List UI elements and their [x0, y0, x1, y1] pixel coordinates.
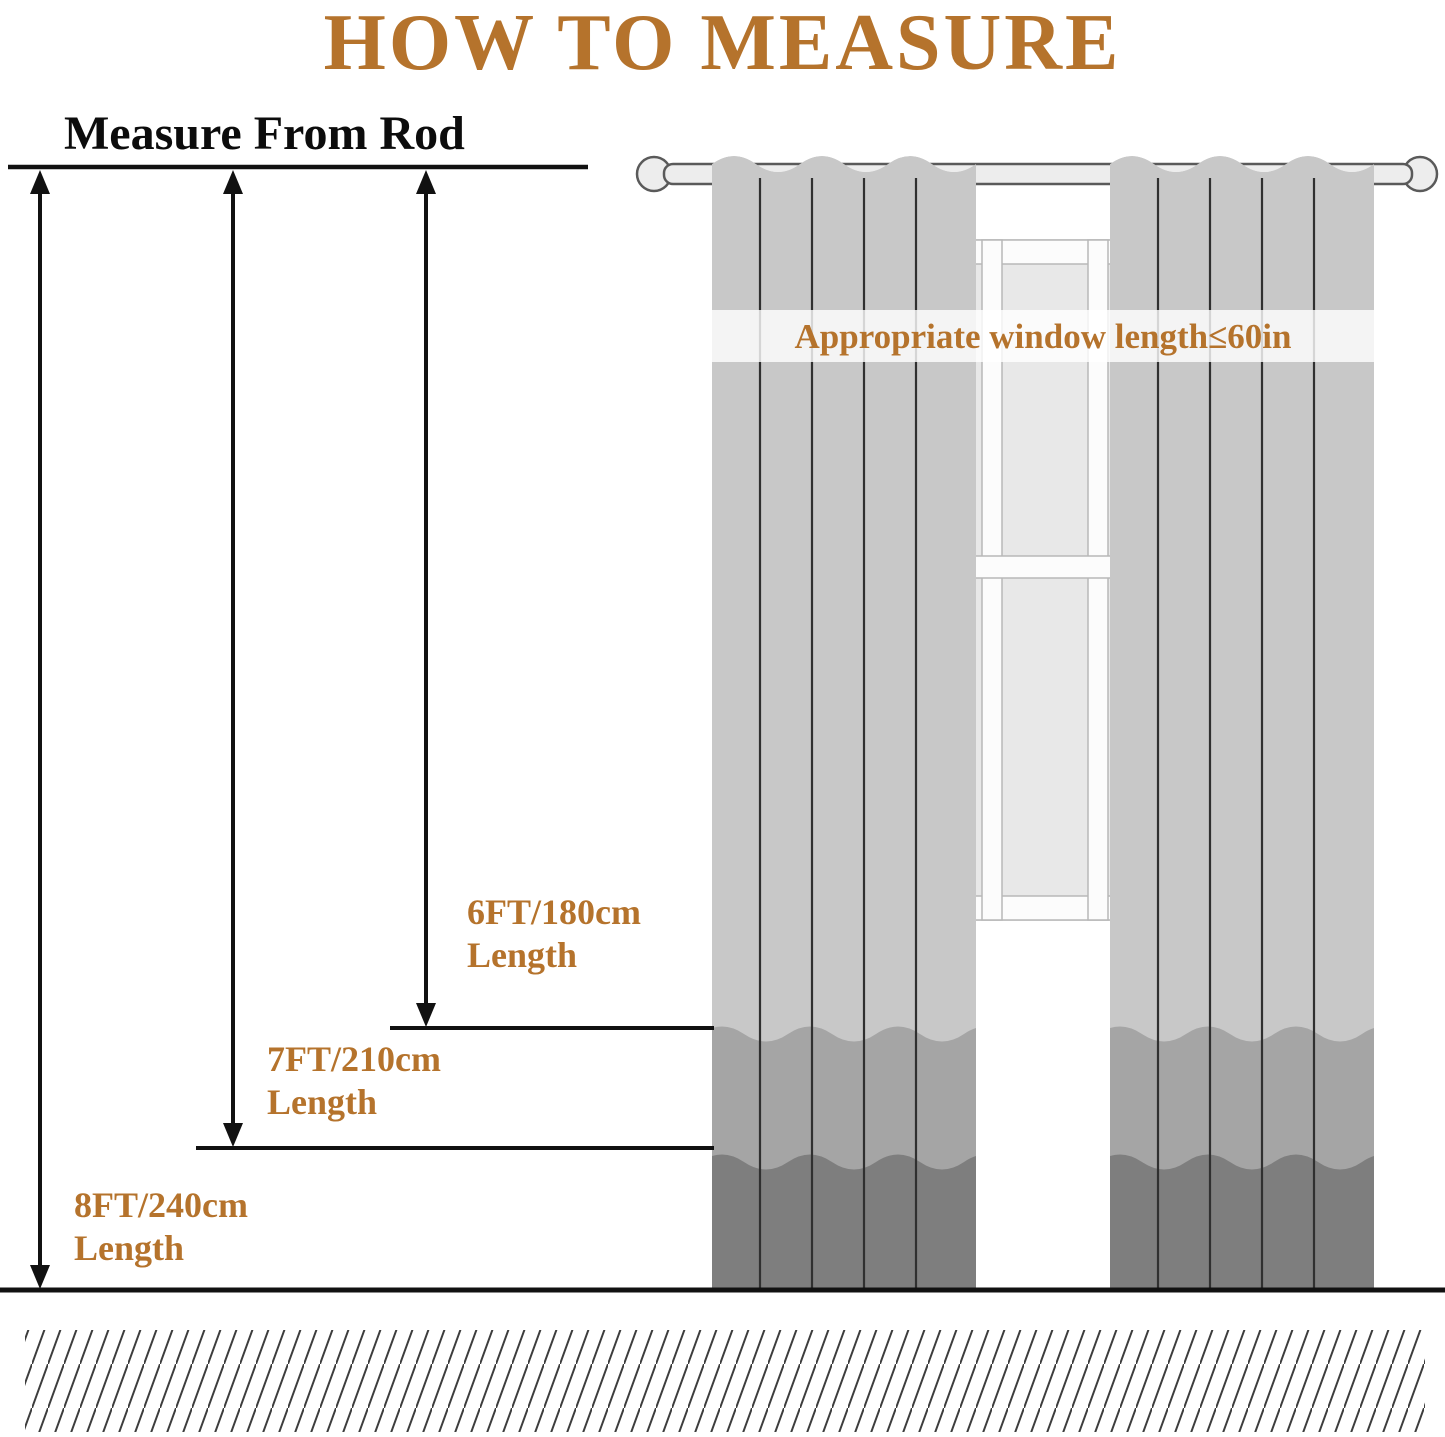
length-6ft-value: 6FT/180cm: [467, 892, 641, 932]
curtain-fold-lines-right: [1156, 178, 1316, 1290]
length-7ft-unit: Length: [267, 1082, 378, 1123]
length-8ft-value: 8FT/240cm: [74, 1185, 248, 1225]
floor-hatching: [25, 1330, 1425, 1432]
arrow-6ft: [416, 170, 436, 1027]
curtain-panel-right: [1110, 156, 1374, 1290]
page-title: HOW TO MEASURE: [323, 0, 1122, 87]
length-8ft-unit: Length: [74, 1228, 185, 1269]
arrow-7ft: [223, 170, 243, 1147]
length-6ft-label: 6FT/180cm Length: [467, 891, 641, 977]
window-length-banner-text: Appropriate window length≤60in: [795, 317, 1292, 356]
window-length-banner: Appropriate window length≤60in: [712, 310, 1374, 362]
length-6ft-unit: Length: [467, 935, 578, 976]
curtain-fold-lines-left: [758, 178, 918, 1290]
measure-from-rod-label: Measure From Rod: [64, 107, 465, 160]
curtain-panel-left: [712, 156, 976, 1290]
arrow-8ft: [30, 170, 50, 1289]
length-7ft-label: 7FT/210cm Length: [267, 1038, 441, 1124]
length-7ft-value: 7FT/210cm: [267, 1039, 441, 1079]
length-8ft-label: 8FT/240cm Length: [74, 1184, 248, 1270]
